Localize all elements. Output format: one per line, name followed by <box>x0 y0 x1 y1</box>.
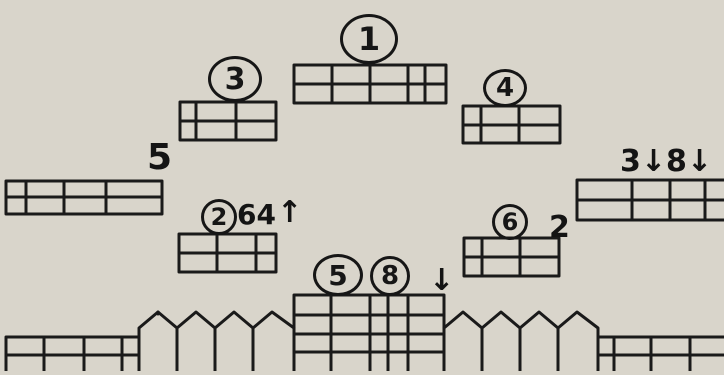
label-text-2: 2 <box>211 203 228 231</box>
label-circle-3: 3 <box>208 56 262 102</box>
block-3[interactable] <box>180 102 276 140</box>
label-circle-8-center: 8 <box>370 256 410 296</box>
label-circle-5-center: 5 <box>313 254 363 296</box>
label-circle-2: 2 <box>201 199 237 235</box>
arrow-down-icon: ↓ <box>429 266 454 296</box>
tower-center[interactable] <box>294 295 444 371</box>
platform-5[interactable] <box>6 181 162 214</box>
label-text-4: 4 <box>496 73 514 103</box>
label-2-right: 2 <box>549 213 570 243</box>
label-text-1: 1 <box>358 20 380 58</box>
block-6[interactable] <box>464 238 559 276</box>
label-circle-1: 1 <box>340 14 398 64</box>
label-text-5-center: 5 <box>328 259 347 292</box>
arrow-up-icon: ↑ <box>277 198 302 228</box>
block-2[interactable] <box>179 234 276 272</box>
label-text-8-center: 8 <box>381 261 399 291</box>
label-3-8-right: 3↓8↓ <box>620 147 712 177</box>
fence-right <box>444 312 598 371</box>
label-64: 64 <box>237 201 276 229</box>
label-circle-6: 6 <box>492 204 528 240</box>
label-text-6: 6 <box>502 208 519 236</box>
block-1[interactable] <box>294 65 446 103</box>
block-4[interactable] <box>463 106 560 143</box>
label-text-3: 3 <box>225 62 246 97</box>
fence-left <box>139 312 294 371</box>
label-5-left: 5 <box>147 140 172 176</box>
ground-right <box>598 337 724 371</box>
platform-right[interactable] <box>577 180 724 220</box>
ground-left <box>6 337 139 371</box>
label-circle-4: 4 <box>483 69 527 107</box>
